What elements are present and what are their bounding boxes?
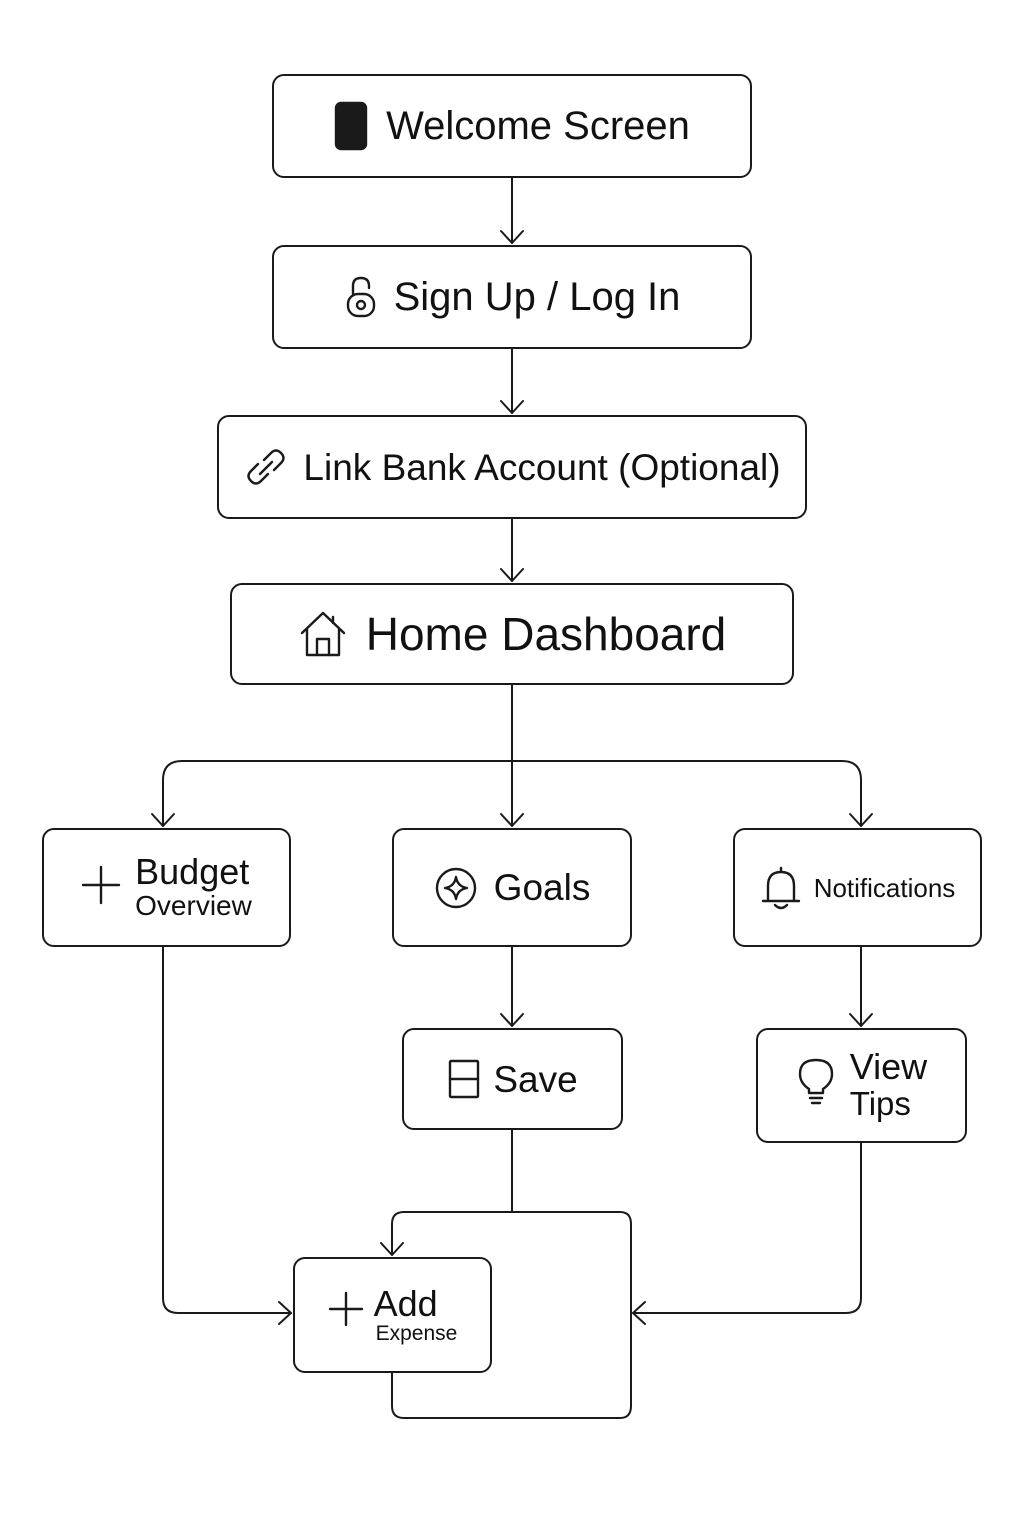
edge-tips-to-add-expense: [632, 1142, 862, 1325]
node-label-line2: Overview: [135, 890, 252, 921]
node-label: Notifications: [813, 872, 956, 903]
node-label-line1: Add: [373, 1282, 438, 1324]
node-label: Budget Overview: [135, 853, 252, 922]
edge-welcome-to-signup: [500, 177, 524, 244]
save-icon: [447, 1058, 481, 1100]
node-notifications[interactable]: Notifications: [733, 828, 982, 947]
edge-signup-to-link-bank: [500, 348, 524, 414]
lock-icon: [344, 275, 378, 319]
node-welcome-screen[interactable]: Welcome Screen: [272, 74, 752, 178]
edge-save-to-add-expense: [380, 1129, 632, 1419]
edge-home-to-budget: [151, 760, 513, 827]
node-home-dashboard[interactable]: Home Dashboard: [230, 583, 794, 685]
node-label: Link Bank Account (Optional): [303, 446, 781, 488]
node-budget-overview[interactable]: Budget Overview: [42, 828, 291, 947]
plus-icon: [328, 1291, 364, 1327]
home-icon: [298, 609, 348, 659]
plus-icon: [81, 865, 121, 905]
node-label: Home Dashboard: [365, 608, 727, 660]
node-view-tips[interactable]: View Tips: [756, 1028, 967, 1143]
node-sign-up-log-in[interactable]: Sign Up / Log In: [272, 245, 752, 349]
phone-icon: [334, 101, 368, 151]
node-add-expense[interactable]: Add Expense: [293, 1257, 492, 1373]
node-label: Add Expense: [373, 1282, 458, 1346]
node-label: View Tips: [850, 1048, 927, 1122]
node-label: Save: [493, 1058, 578, 1100]
link-icon: [243, 447, 289, 487]
node-save[interactable]: Save: [402, 1028, 623, 1130]
node-goals[interactable]: Goals: [392, 828, 632, 947]
edge-link-bank-to-home: [500, 518, 524, 582]
edge-home-to-notifications: [511, 760, 873, 827]
edge-notifications-to-tips: [849, 946, 873, 1027]
edge-goals-to-save: [500, 946, 524, 1027]
node-label-line1: View: [849, 1046, 928, 1088]
node-label: Welcome Screen: [386, 104, 690, 148]
lightbulb-icon: [796, 1057, 836, 1107]
edge-budget-to-add-expense: [162, 946, 292, 1325]
node-label: Goals: [493, 867, 591, 908]
node-label-line1: Budget: [135, 851, 250, 893]
node-label: Sign Up / Log In: [393, 275, 681, 319]
bell-icon: [760, 864, 802, 912]
node-label-line2: Tips: [849, 1085, 911, 1123]
target-icon: [434, 866, 478, 910]
node-label-line2: Expense: [375, 1322, 458, 1346]
edge-home-to-goals: [500, 684, 524, 827]
node-link-bank-account[interactable]: Link Bank Account (Optional): [217, 415, 807, 519]
